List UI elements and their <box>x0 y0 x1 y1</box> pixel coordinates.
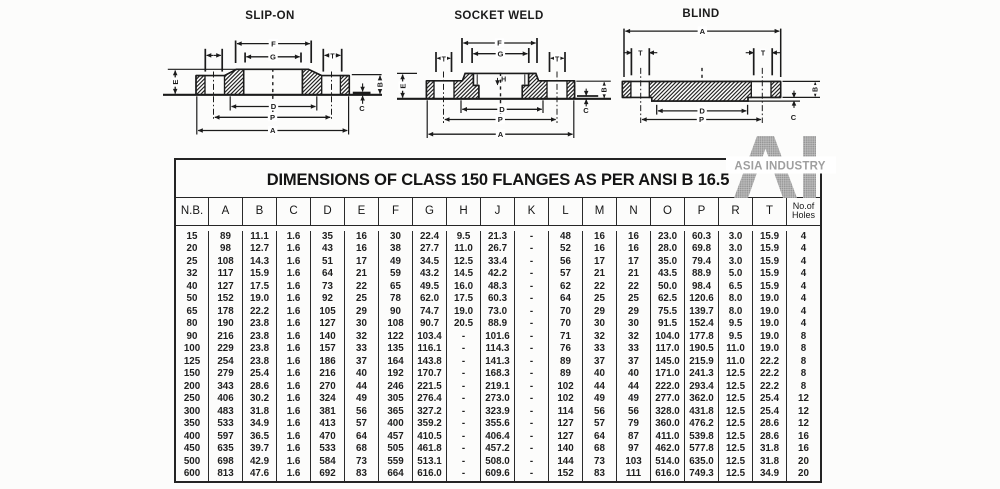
svg-text:SLIP-ON: SLIP-ON <box>245 10 294 22</box>
svg-text:F: F <box>497 39 502 48</box>
svg-text:SOCKET WELD: SOCKET WELD <box>454 10 543 22</box>
svg-text:D: D <box>699 107 705 116</box>
svg-text:B: B <box>602 87 609 92</box>
svg-text:P: P <box>498 115 503 124</box>
svg-text:P: P <box>270 113 275 122</box>
svg-text:P: P <box>699 115 704 124</box>
svg-text:A: A <box>270 126 276 135</box>
svg-text:D: D <box>499 105 505 114</box>
svg-text:B: B <box>813 87 820 92</box>
svg-text:A: A <box>700 27 706 36</box>
svg-text:G: G <box>497 49 503 58</box>
svg-text:A: A <box>498 130 504 139</box>
svg-text:T: T <box>330 53 335 60</box>
svg-text:D: D <box>271 102 277 111</box>
svg-text:F: F <box>271 39 276 48</box>
svg-text:G: G <box>270 53 276 62</box>
svg-text:C: C <box>791 113 797 122</box>
svg-text:E: E <box>171 80 180 85</box>
svg-text:C: C <box>583 106 589 115</box>
svg-text:B: B <box>378 82 385 87</box>
svg-text:C: C <box>359 104 365 113</box>
svg-text:ASIA INDUSTRY: ASIA INDUSTRY <box>734 161 825 173</box>
svg-text:BLIND: BLIND <box>682 8 719 20</box>
svg-text:T: T <box>442 56 447 63</box>
svg-text:T: T <box>638 51 643 58</box>
svg-text:H: H <box>501 77 506 84</box>
svg-text:E: E <box>398 84 407 89</box>
svg-text:T: T <box>555 56 560 63</box>
svg-text:T: T <box>761 51 766 58</box>
